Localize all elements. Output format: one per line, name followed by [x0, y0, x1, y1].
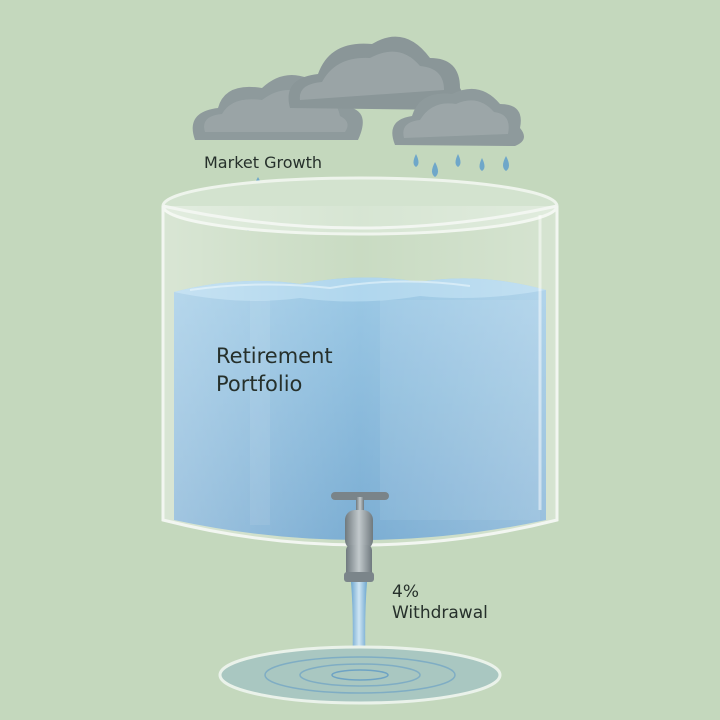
withdrawal-label: 4% Withdrawal [392, 582, 488, 624]
withdrawal-label-line1: 4% [392, 582, 419, 602]
raindrop-icon [455, 154, 461, 167]
withdrawal-label-line2: Withdrawal [392, 603, 488, 623]
portfolio-label-line2: Portfolio [216, 372, 303, 396]
puddle [218, 645, 502, 705]
raindrop-icon [413, 154, 419, 167]
portfolio-label: Retirement Portfolio [216, 342, 333, 398]
raindrop-icon [479, 158, 485, 171]
faucet-icon [331, 492, 389, 582]
cloud-icon [392, 88, 524, 146]
raindrop-icon [503, 156, 509, 171]
cloud-icon [288, 36, 464, 111]
portfolio-label-line1: Retirement [216, 344, 333, 368]
market-growth-label: Market Growth [204, 153, 322, 172]
tank-rim-front [162, 204, 558, 230]
raindrop-icon [432, 162, 438, 177]
